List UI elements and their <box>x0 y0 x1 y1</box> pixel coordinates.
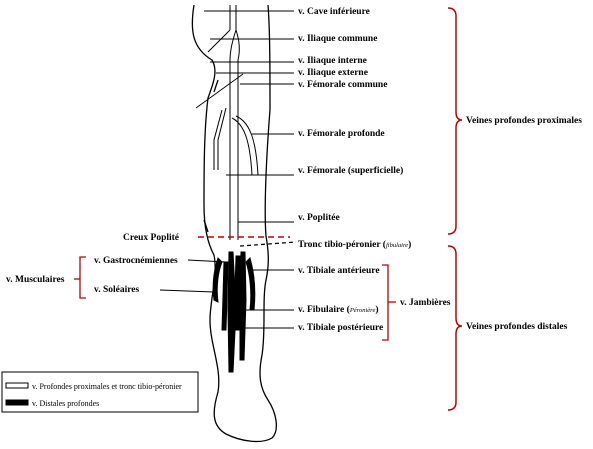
label-femorale-commune: v. Fémorale commune <box>298 80 387 90</box>
label-poplitee: v. Poplitée <box>298 213 340 223</box>
legend-swatch-distal <box>5 399 29 406</box>
label-veines-distales: Veines profondes distales <box>466 322 568 332</box>
distal-veins <box>212 251 256 373</box>
label-femorale-superficielle: v. Fémorale (superficielle) <box>298 165 403 176</box>
label-iliaque-interne: v. Iliaque interne <box>298 56 367 66</box>
legend-swatch-proximal <box>5 382 29 389</box>
legend-frame <box>1 371 199 413</box>
label-fibulaire: v. Fibulaire (Péronière) <box>298 304 379 315</box>
bracket-proximal <box>447 7 463 235</box>
label-tibiale-anterieure: v. Tibiale antérieure <box>298 266 380 276</box>
leader-lines <box>159 10 294 329</box>
leg-outline <box>191 4 278 443</box>
legend-label-proximal: v. Profondes proximales et tronc tibio-p… <box>32 382 182 391</box>
bracket-jambieres <box>382 264 396 341</box>
label-veines-proximales: Veines profondes proximales <box>466 116 582 126</box>
label-jambieres: v. Jambières <box>400 298 451 308</box>
tronc-pointer-line <box>239 241 297 247</box>
label-femorale-profonde: v. Fémorale profonde <box>298 129 385 139</box>
label-iliaque-commune: v. Iliaque commune <box>298 34 377 44</box>
bracket-musculaires <box>74 256 86 299</box>
label-gastrocnemiennes: v. Gastrocnémiennes <box>94 256 178 266</box>
label-cave-inferieure: v. Cave inférieure <box>298 7 370 17</box>
label-musculaires: v. Musculaires <box>6 275 65 285</box>
legend-label-distal: v. Distales profondes <box>32 399 99 408</box>
label-tronc-tibio-peronier: Tronc tibio-péronier (fibulaire) <box>298 239 411 250</box>
bracket-distal <box>447 245 463 411</box>
proximal-veins <box>207 5 259 240</box>
legend: v. Profondes proximales et tronc tibio-p… <box>1 371 199 413</box>
label-creux-poplite: Creux Poplité <box>123 233 179 243</box>
label-iliaque-externe: v. Iliaque externe <box>298 68 368 78</box>
label-soleaires: v. Soléaires <box>94 285 140 295</box>
label-tibiale-posterieure: v. Tibiale postérieure <box>298 323 383 333</box>
